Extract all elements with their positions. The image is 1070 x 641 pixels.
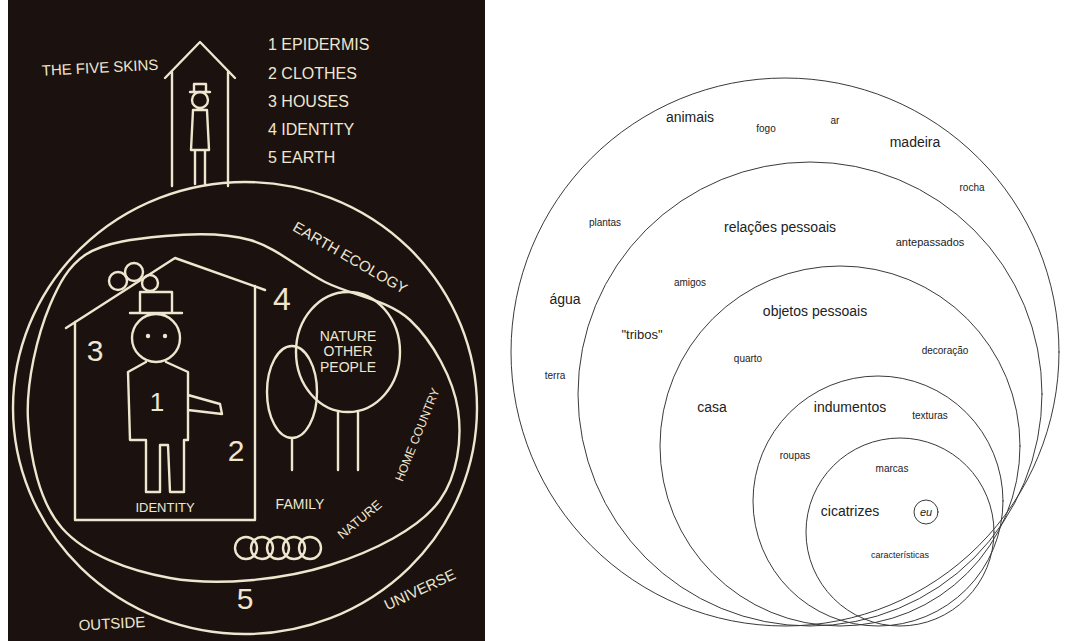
legend-line: 4 IDENTITY [268, 121, 354, 139]
text-label: quarto [734, 353, 762, 364]
outline-group [296, 292, 400, 412]
text-label: características [871, 551, 929, 561]
callout-number: 2 [228, 434, 245, 467]
text-label: cicatrizes [821, 504, 879, 519]
ring-circle-outline [511, 78, 1059, 626]
person-figure-outline [128, 292, 222, 492]
region-label: NATURE [335, 498, 384, 543]
small-figure-body [191, 110, 209, 184]
region-label: FAMILY [276, 497, 325, 512]
outline-group [511, 78, 1059, 626]
region-label: IDENTITY [135, 501, 194, 515]
tree-crown: NATURE OTHER PEOPLE [290, 286, 406, 420]
region-label: NATURE OTHER PEOPLE [312, 329, 384, 375]
ring-circle: indumentos texturas roupas marcas cicatrizes… [753, 376, 1003, 626]
ring-circle-outline [660, 266, 1020, 626]
outline-group [806, 438, 994, 626]
text-label: rocha [959, 182, 984, 193]
legend-line: 2 CLOTHES [268, 65, 357, 83]
ring-circle-shape [511, 78, 1059, 626]
small-house [165, 42, 235, 186]
legend-line: 5 EARTH [268, 149, 335, 167]
text-label: casa [697, 400, 727, 415]
eye [146, 334, 150, 338]
text-label: "tribos" [621, 328, 662, 342]
region-label: EARTH ECOLOGY [290, 219, 410, 298]
callout-number: 1 [150, 388, 164, 417]
ring-circle: relações pessoais antepassados amigos "trib… [578, 162, 1042, 626]
text-label: madeira [890, 135, 941, 150]
ring-circle: marcas cicatrizes características eu [806, 438, 994, 626]
text-label: roupas [780, 450, 811, 461]
outline-group [660, 266, 1020, 626]
text-label: animais [666, 110, 714, 125]
text-label: plantas [589, 217, 621, 228]
ring-circle: fogo ar madeira animais rocha plantas água terr… [511, 78, 1059, 626]
inner-oval-outline [28, 234, 460, 582]
person-figure-shape [118, 286, 230, 496]
text-label: água [549, 292, 580, 307]
text-label: objetos pessoais [763, 304, 867, 319]
outline-group [28, 234, 460, 582]
outline-group [753, 376, 1003, 626]
small-figure-hat [190, 84, 210, 92]
outline-group [13, 182, 477, 634]
outer-oval-shape [13, 182, 477, 634]
self-circle-outline [914, 500, 938, 524]
text-label: relações pessoais [724, 220, 836, 235]
region-label: OUTSIDE [78, 614, 145, 634]
ring-circle: objetos pessoais decoração quarto casa indum… [660, 266, 1020, 626]
house-outline-outline [66, 258, 265, 520]
ring-circle-outline [578, 162, 1042, 626]
tree-crown-outline [296, 292, 400, 412]
text-label: decoração [922, 345, 969, 356]
roof-tree [125, 263, 143, 281]
legend-line: 3 HOUSES [268, 93, 349, 111]
eye [163, 334, 167, 338]
text-label: fogo [756, 123, 775, 134]
outer-oval: EARTH ECOLOGY 5 4HOME COUNTRYNATURE FAMILY 3… [13, 182, 477, 634]
ring-circle-outline [753, 376, 1003, 626]
text-label: ar [831, 115, 840, 126]
ring-circle-outline [806, 438, 994, 626]
callout-number: 5 [237, 582, 254, 615]
house-outline: 3 2IDENTITY 1 [60, 252, 272, 524]
text-label: indumentos [814, 400, 886, 415]
text-label: antepassados [896, 236, 965, 248]
ring-circle-shape [660, 266, 1020, 626]
chalk-board [8, 0, 485, 641]
small-figure-head [192, 92, 208, 108]
person-figure: 1 [118, 286, 230, 496]
outline-group [66, 258, 265, 520]
text-label: texturas [912, 410, 948, 421]
region-label: HOME COUNTRY [393, 386, 443, 483]
tree-trunks [292, 411, 358, 470]
outer-oval-outline [13, 182, 477, 634]
outline-group [914, 500, 938, 524]
callout-number: 3 [87, 334, 104, 367]
outline-group [128, 292, 222, 492]
text-label: eu [920, 506, 932, 518]
callout-number: 4 [273, 282, 291, 317]
self-circle: eu [914, 500, 938, 524]
text-label: terra [545, 370, 566, 381]
legend-line: 1 EPIDERMIS [268, 36, 369, 54]
chain-ring [299, 537, 321, 559]
text-label: marcas [876, 463, 909, 474]
text-label: amigos [674, 277, 706, 288]
outline-group [578, 162, 1042, 626]
